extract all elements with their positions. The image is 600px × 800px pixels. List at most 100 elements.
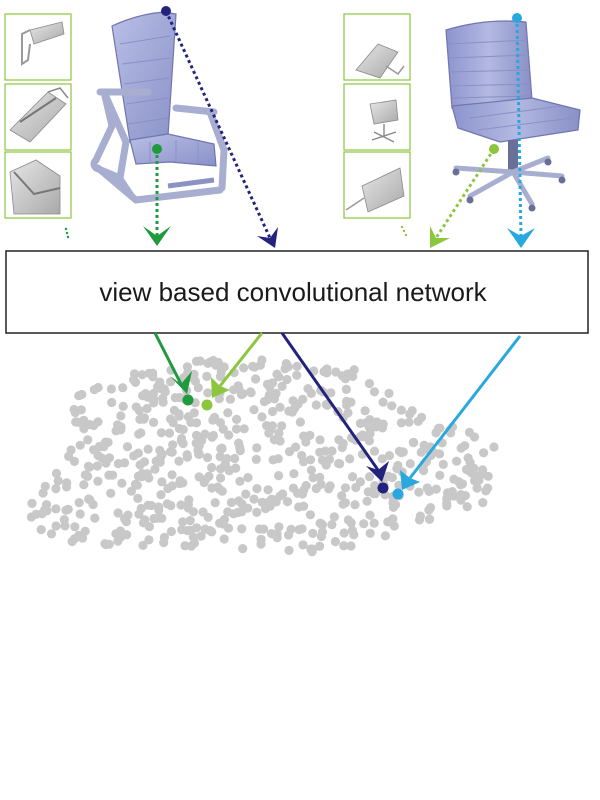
embedding-point bbox=[219, 362, 229, 372]
embedding-point bbox=[193, 383, 203, 393]
network-label: view based convolutional network bbox=[99, 277, 487, 307]
embedding-point bbox=[111, 426, 121, 436]
office-chair-render bbox=[445, 20, 581, 212]
embedding-point bbox=[413, 416, 423, 426]
embedding-point bbox=[196, 531, 206, 541]
embedding-point bbox=[262, 421, 272, 431]
embedding-point bbox=[249, 405, 259, 415]
embedding-point bbox=[351, 482, 361, 493]
embedding-point bbox=[170, 393, 180, 403]
embedding-point bbox=[297, 450, 307, 461]
embedding-point bbox=[195, 356, 205, 366]
embedding-point bbox=[481, 486, 491, 496]
embedding-point bbox=[293, 488, 303, 498]
embedding-point bbox=[308, 473, 318, 483]
embedding-point bbox=[387, 473, 397, 483]
embedding-point-green bbox=[182, 394, 194, 406]
embedding-point bbox=[320, 446, 330, 456]
embedding-point bbox=[364, 378, 374, 389]
embedding-point bbox=[207, 432, 217, 442]
embedding-point bbox=[343, 408, 353, 418]
embedding-point bbox=[277, 381, 287, 391]
embedding-point bbox=[166, 526, 176, 537]
embedding-point bbox=[182, 526, 192, 536]
embedding-point bbox=[166, 377, 176, 387]
embedding-point bbox=[341, 384, 351, 394]
embedding-point bbox=[370, 489, 380, 499]
embedding-point bbox=[60, 521, 70, 531]
embedding-point bbox=[272, 369, 282, 379]
embedding-point bbox=[334, 435, 344, 445]
embedding-point bbox=[298, 540, 308, 550]
embedding-point bbox=[118, 401, 128, 411]
embedding-point bbox=[106, 384, 116, 394]
embedding-point bbox=[75, 509, 85, 519]
embedding-point bbox=[339, 528, 349, 538]
embedding-point bbox=[143, 392, 153, 402]
embedding-point bbox=[207, 483, 217, 493]
embedding-point bbox=[120, 514, 130, 524]
embedding-point bbox=[284, 447, 295, 457]
embedding-point bbox=[274, 522, 284, 532]
embedding-point bbox=[364, 472, 375, 482]
embedding-point bbox=[269, 394, 280, 404]
embedding-point bbox=[53, 476, 63, 486]
embedding-point bbox=[84, 462, 95, 472]
embedding-point bbox=[263, 485, 273, 495]
embedding-point bbox=[234, 496, 244, 506]
arrow-right-chair-cyan bbox=[515, 17, 523, 237]
embedding-point bbox=[393, 460, 403, 471]
embedding-point bbox=[90, 513, 100, 523]
embedding-point bbox=[235, 442, 245, 452]
embedding-point bbox=[255, 360, 265, 370]
embedding-point bbox=[358, 430, 368, 440]
embedding-point bbox=[194, 449, 204, 459]
embedding-point bbox=[180, 541, 190, 551]
embedding-point bbox=[159, 532, 169, 542]
embedding-point bbox=[174, 409, 184, 419]
embedding-point bbox=[223, 408, 233, 418]
embedding-point bbox=[331, 367, 341, 377]
embedding-point bbox=[168, 440, 178, 450]
embedding-point bbox=[396, 418, 406, 428]
embedding-point bbox=[301, 481, 311, 491]
embedding-point bbox=[289, 469, 299, 479]
embedding-point bbox=[26, 512, 36, 522]
embedding-point bbox=[418, 466, 429, 476]
embedding-point-lightgreen bbox=[201, 399, 213, 411]
embedding-point bbox=[143, 444, 153, 454]
embedding-point bbox=[204, 471, 214, 481]
embedding-point-cyan bbox=[392, 488, 404, 500]
embedding-point bbox=[138, 540, 148, 551]
output-arrows bbox=[153, 332, 522, 500]
embedding-point bbox=[414, 487, 424, 497]
embedding-point bbox=[246, 388, 256, 398]
embedding-point bbox=[362, 496, 372, 506]
embedding-point bbox=[383, 517, 393, 527]
embedding-point bbox=[214, 484, 225, 494]
embedding-point bbox=[46, 529, 57, 539]
embedding-point bbox=[315, 541, 325, 551]
embedding-point bbox=[97, 453, 107, 463]
embedding-point bbox=[256, 539, 266, 549]
embedding-point bbox=[182, 450, 192, 460]
embedding-point bbox=[396, 405, 406, 415]
embedding-point bbox=[324, 454, 335, 464]
embedding-point bbox=[134, 509, 144, 519]
embedding-point bbox=[349, 530, 359, 540]
embedding-point bbox=[305, 510, 315, 520]
embedding-point bbox=[334, 458, 344, 469]
embedding-point bbox=[61, 482, 72, 492]
embedding-point bbox=[259, 397, 269, 407]
embedding-point bbox=[113, 459, 123, 469]
embedding-point bbox=[472, 483, 482, 493]
embedding-point bbox=[306, 544, 316, 554]
embedding-point bbox=[405, 459, 415, 469]
embedding-point bbox=[321, 399, 331, 410]
embedding-point bbox=[462, 502, 472, 512]
embedding-point bbox=[299, 431, 309, 441]
embedding-point bbox=[257, 412, 267, 422]
embedding-point bbox=[303, 384, 313, 394]
embedding-point bbox=[208, 415, 218, 425]
left-view-2 bbox=[4, 83, 72, 151]
